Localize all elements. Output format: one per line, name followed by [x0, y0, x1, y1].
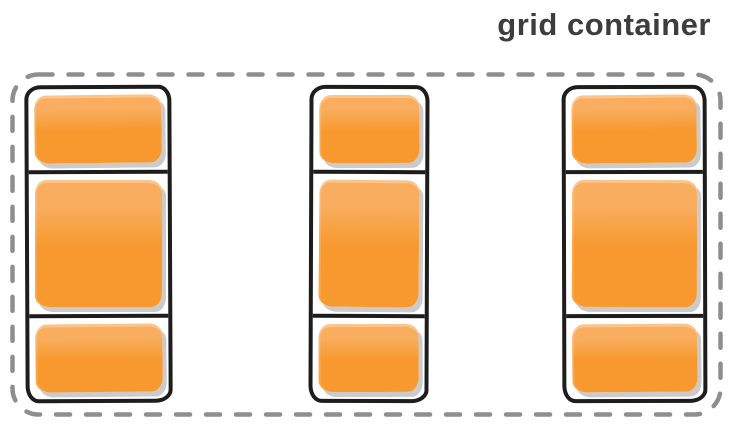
grid-cell-r1c2: [313, 88, 426, 175]
grid-container-dashed-border: [10, 72, 723, 417]
grid-item: [318, 179, 420, 308]
grid-item: [571, 94, 698, 164]
grid-container: [10, 72, 723, 417]
grid-cell-r3c2: [312, 318, 424, 399]
grid-item: [35, 323, 163, 393]
grid-column-3: [561, 84, 708, 404]
grid-container-label: grid container: [497, 7, 711, 42]
grid-cell-r2c3: [565, 174, 704, 319]
grid-cell-r2c1: [28, 173, 169, 319]
grid-cell-r3c1: [29, 318, 168, 399]
grid-item: [572, 323, 698, 393]
grid-cell-r1c1: [28, 88, 168, 175]
grid-column-2: [308, 84, 430, 404]
grid-column-1: [24, 84, 173, 404]
grid-item: [318, 324, 419, 393]
grid-cell-r1c3: [565, 88, 703, 175]
grid-item: [319, 94, 420, 164]
grid-cell-r3c3: [566, 318, 703, 399]
grid-cell-r2c2: [312, 174, 426, 319]
grid-item: [34, 94, 162, 164]
grid-item: [34, 180, 163, 308]
grid-item: [571, 180, 698, 308]
